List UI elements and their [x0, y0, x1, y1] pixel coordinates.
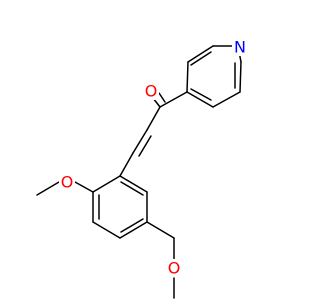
bond	[119, 152, 134, 177]
bond	[239, 61, 242, 93]
bond	[92, 221, 121, 239]
bond	[190, 88, 212, 101]
bond	[190, 51, 212, 66]
bond	[74, 181, 94, 193]
atom-label-layer: O N O O	[59, 38, 248, 278]
methoxy-oxygen-bottom-label: O	[168, 259, 181, 278]
bond	[92, 175, 121, 193]
bond	[119, 175, 148, 193]
bond	[138, 135, 152, 157]
bond	[146, 221, 175, 239]
ketone-oxygen-label: O	[145, 82, 158, 101]
bond	[187, 45, 214, 63]
bond	[132, 129, 148, 154]
methoxy-oxygen-top-label: O	[61, 173, 74, 192]
bond	[186, 91, 214, 108]
chemical-structure-diagram: O N O O	[36, 37, 248, 299]
bond	[120, 181, 144, 196]
bond-layer	[36, 45, 242, 299]
bond	[158, 92, 166, 103]
bond	[212, 91, 241, 108]
bond	[119, 221, 148, 239]
bond	[120, 218, 144, 233]
bond	[186, 61, 189, 93]
bond	[36, 181, 60, 196]
bond	[146, 106, 161, 131]
bond	[159, 91, 188, 108]
pyridine-nitrogen-label: N	[234, 38, 246, 57]
